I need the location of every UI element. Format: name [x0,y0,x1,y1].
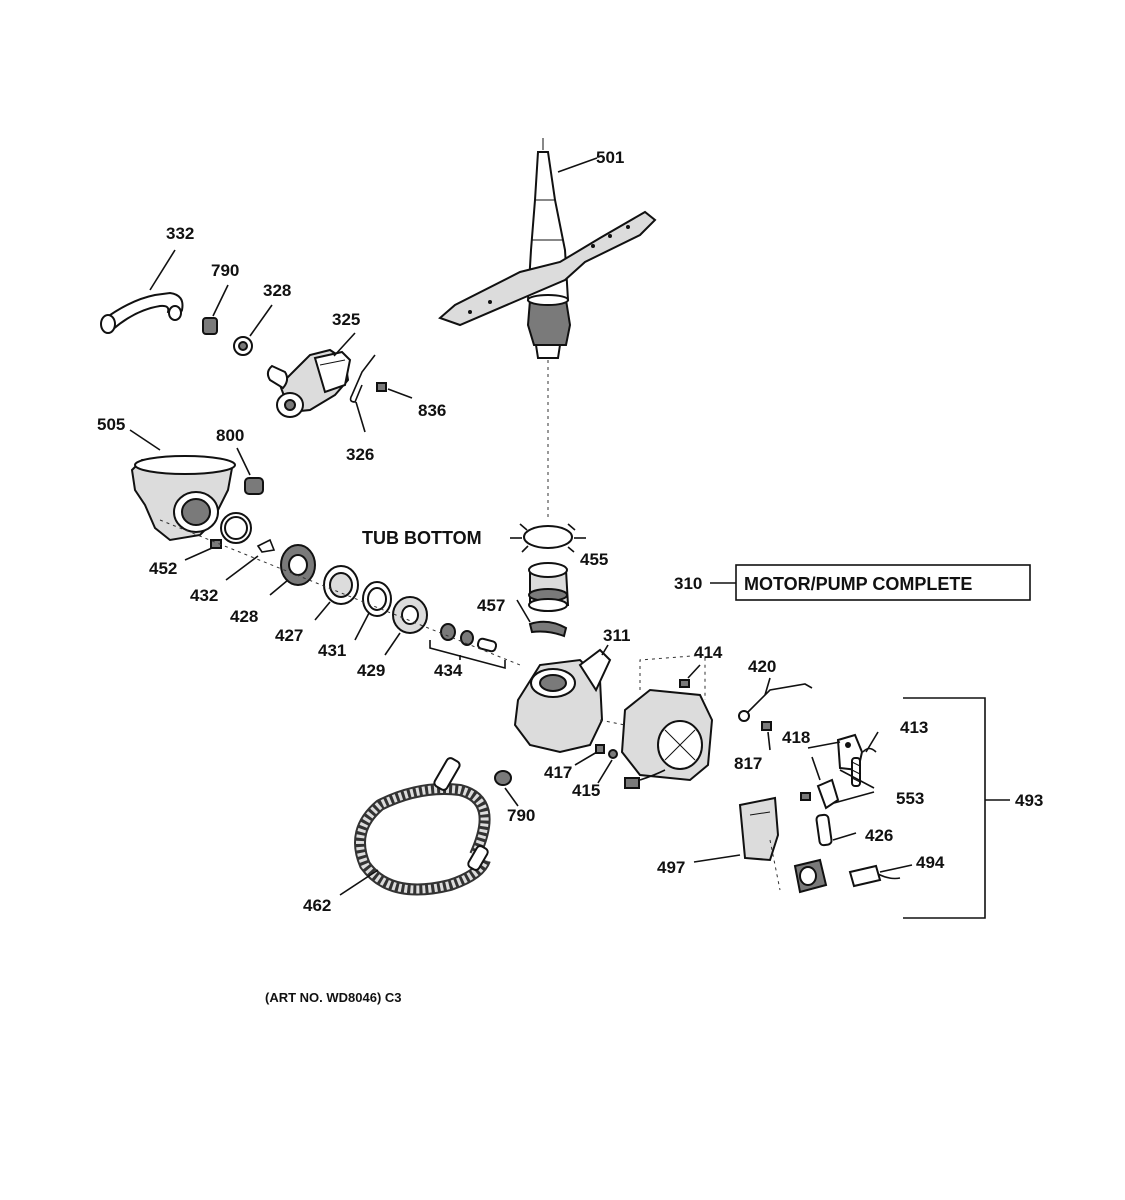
label-429: 429 [357,661,385,680]
label-426: 426 [865,826,893,845]
label-417: 417 [544,763,572,782]
label-452: 452 [149,559,177,578]
tub-bottom-parts [510,523,586,638]
art-number-note: (ART NO. WD8046) C3 [265,990,402,1005]
spray-arm-assembly [438,138,657,520]
tub-bottom-label: TUB BOTTOM [362,528,482,548]
label-332: 332 [166,224,194,243]
label-817: 817 [734,754,762,773]
label-434: 434 [434,661,463,680]
callout-labels: 501 332 790 328 325 836 326 505 800 TUB … [97,148,1043,1005]
label-505: 505 [97,415,125,434]
label-790-bottom: 790 [507,806,535,825]
label-493: 493 [1015,791,1043,810]
label-790-top: 790 [211,261,239,280]
solenoid-linkage-parts [693,677,1010,919]
label-415: 415 [572,781,600,800]
label-414: 414 [694,643,723,662]
label-431: 431 [318,641,346,660]
label-501: 501 [596,148,624,167]
label-328: 328 [263,281,291,300]
drain-hose [339,757,491,896]
label-418: 418 [782,728,810,747]
pump-inlet-parts [159,512,521,670]
label-494: 494 [916,853,945,872]
label-325: 325 [332,310,360,329]
sump-housing [129,429,264,542]
label-497: 497 [657,858,685,877]
label-326: 326 [346,445,374,464]
inlet-hose-assembly [100,249,273,356]
label-427: 427 [275,626,303,645]
label-311: 311 [603,626,630,645]
motor-pump-assembly [494,644,714,807]
label-800: 800 [216,426,244,445]
label-553: 553 [896,789,924,808]
label-420: 420 [748,657,776,676]
label-310: 310 [674,574,702,593]
motor-pump-complete-box [735,564,1031,601]
label-413: 413 [900,718,928,737]
label-462: 462 [303,896,331,915]
label-432: 432 [190,586,218,605]
label-457: 457 [477,596,505,615]
label-836: 836 [418,401,446,420]
motor-pump-complete-label: MOTOR/PUMP COMPLETE [744,574,972,594]
water-valve [266,332,413,433]
label-455: 455 [580,550,608,569]
label-428: 428 [230,607,258,626]
